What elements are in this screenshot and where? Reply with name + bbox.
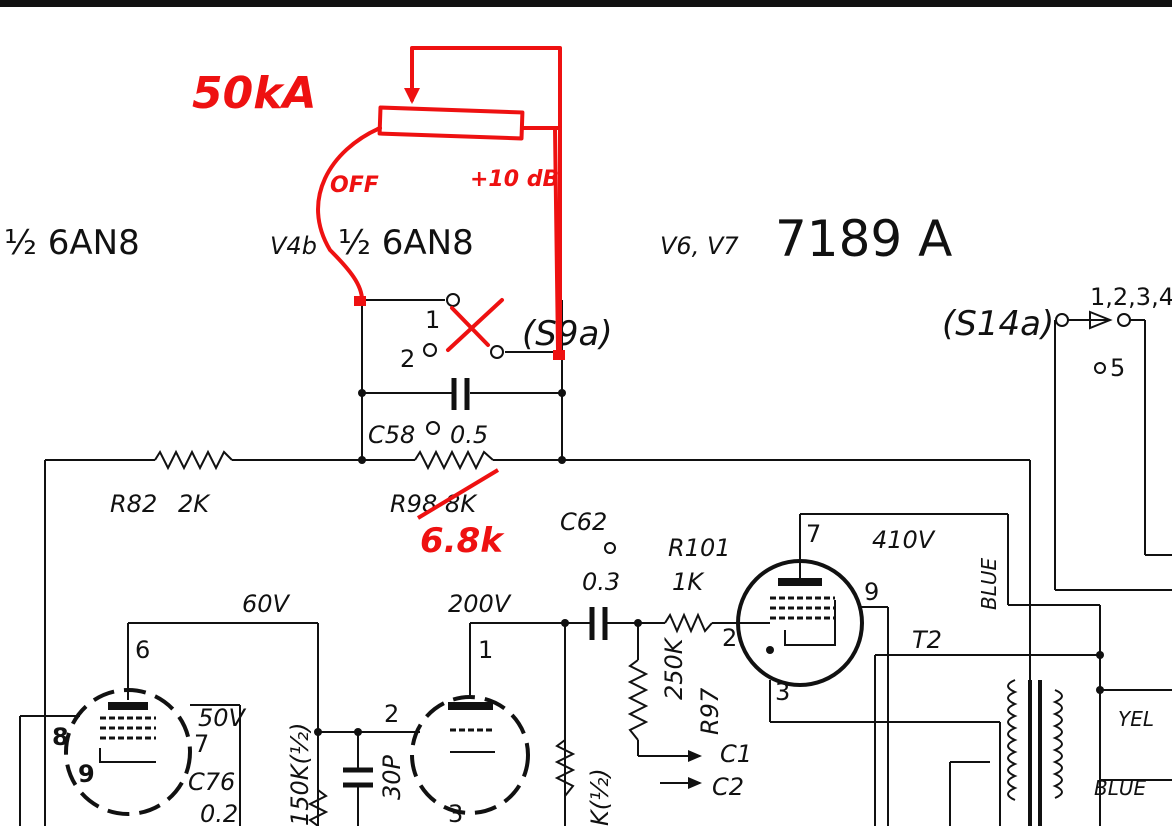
r82-label: R82: [110, 490, 157, 518]
output-tube: [736, 559, 864, 687]
red-annotations: [316, 46, 565, 360]
voltage-50v: 50V: [198, 704, 247, 732]
plus10db-annotation: +10 dB: [470, 167, 559, 192]
wire-blue-2: BLUE: [1094, 776, 1147, 800]
wire-yel: YEL: [1118, 707, 1154, 731]
pin-9: 9: [78, 760, 95, 788]
c1-label: C1: [720, 740, 752, 768]
s14a-pos: 1,2,3,4: [1090, 283, 1172, 311]
c2-arrow: [688, 777, 702, 789]
r97-label: R97: [696, 687, 724, 735]
pot-value-annotation: 50kA: [192, 68, 317, 119]
switch-contacts: [423, 293, 1131, 554]
s14a-arrow: [1089, 310, 1113, 330]
t2-transformer: [1007, 679, 1063, 826]
r97-resistor: [627, 659, 649, 741]
wire-blue: BLUE: [977, 557, 1001, 610]
t2-label: T2: [912, 626, 942, 654]
r98-label: R98: [390, 490, 437, 518]
pin-2: 2: [384, 700, 399, 728]
c30p-label: 30P: [378, 754, 406, 800]
rhalf-label: K(½): [586, 768, 614, 826]
r98-strike: [416, 468, 500, 520]
c1-arrow: [688, 750, 702, 762]
r98-value: 8K: [445, 490, 478, 518]
r98-resistor: [414, 449, 494, 471]
s14a-label: (S14a): [942, 304, 1054, 344]
r150k-label: 150K(½): [286, 722, 314, 826]
middle-tube: [410, 695, 530, 815]
pin-3-output: 3: [775, 678, 790, 706]
voltage-200v: 200V: [448, 590, 512, 618]
black-wiring: [19, 299, 1172, 826]
voltage-410v: 410V: [872, 526, 936, 554]
left-tube-label: ½ 6AN8: [4, 223, 140, 263]
pin-7: 7: [194, 730, 209, 758]
pin-3: 3: [448, 800, 463, 826]
r98-new-value-annotation: 6.8k: [420, 521, 505, 561]
c76-value: 0.2: [200, 800, 238, 826]
c2-label: C2: [712, 773, 744, 801]
c30p-capacitor: [343, 767, 373, 788]
c62-capacitor: [589, 607, 608, 640]
r82-resistor: [154, 449, 233, 471]
c62-label: C62: [560, 508, 607, 536]
pin-7-output: 7: [806, 520, 821, 548]
c58-value: 0.5: [450, 421, 488, 449]
c58-capacitor: [451, 378, 470, 410]
r150k-resistor: [307, 789, 329, 826]
r97-value: 250K: [660, 636, 688, 700]
s9a-pos1: 1: [425, 306, 440, 334]
rhalf-resistor: [554, 739, 576, 797]
off-annotation: OFF: [330, 173, 379, 198]
pin-2-output: 2: [722, 624, 737, 652]
v6v7-ref: V6, V7: [660, 232, 739, 260]
c58-label: C58: [368, 421, 415, 449]
s9a-pos2: 2: [400, 345, 415, 373]
s9a-label: (S9a): [522, 314, 613, 354]
top-border: [0, 0, 1172, 7]
pin-8: 8: [52, 723, 69, 751]
pin-1: 1: [478, 636, 493, 664]
pin-9-output: 9: [864, 578, 879, 606]
v4b-ref: V4b: [270, 232, 317, 260]
v6v7-type: 7189 A: [775, 210, 952, 268]
voltage-60v: 60V: [242, 590, 291, 618]
s14a-pos5: 5: [1110, 354, 1125, 382]
pin-6: 6: [135, 636, 150, 664]
left-tube: [64, 688, 192, 816]
r101-resistor: [664, 612, 713, 634]
c76-label: C76: [188, 768, 235, 796]
r82-value: 2K: [178, 490, 211, 518]
c62-value: 0.3: [582, 568, 620, 596]
r101-value: 1K: [672, 568, 705, 596]
junction-dots: [314, 389, 1104, 736]
v4b-type: ½ 6AN8: [338, 223, 474, 263]
r101-label: R101: [668, 534, 730, 562]
